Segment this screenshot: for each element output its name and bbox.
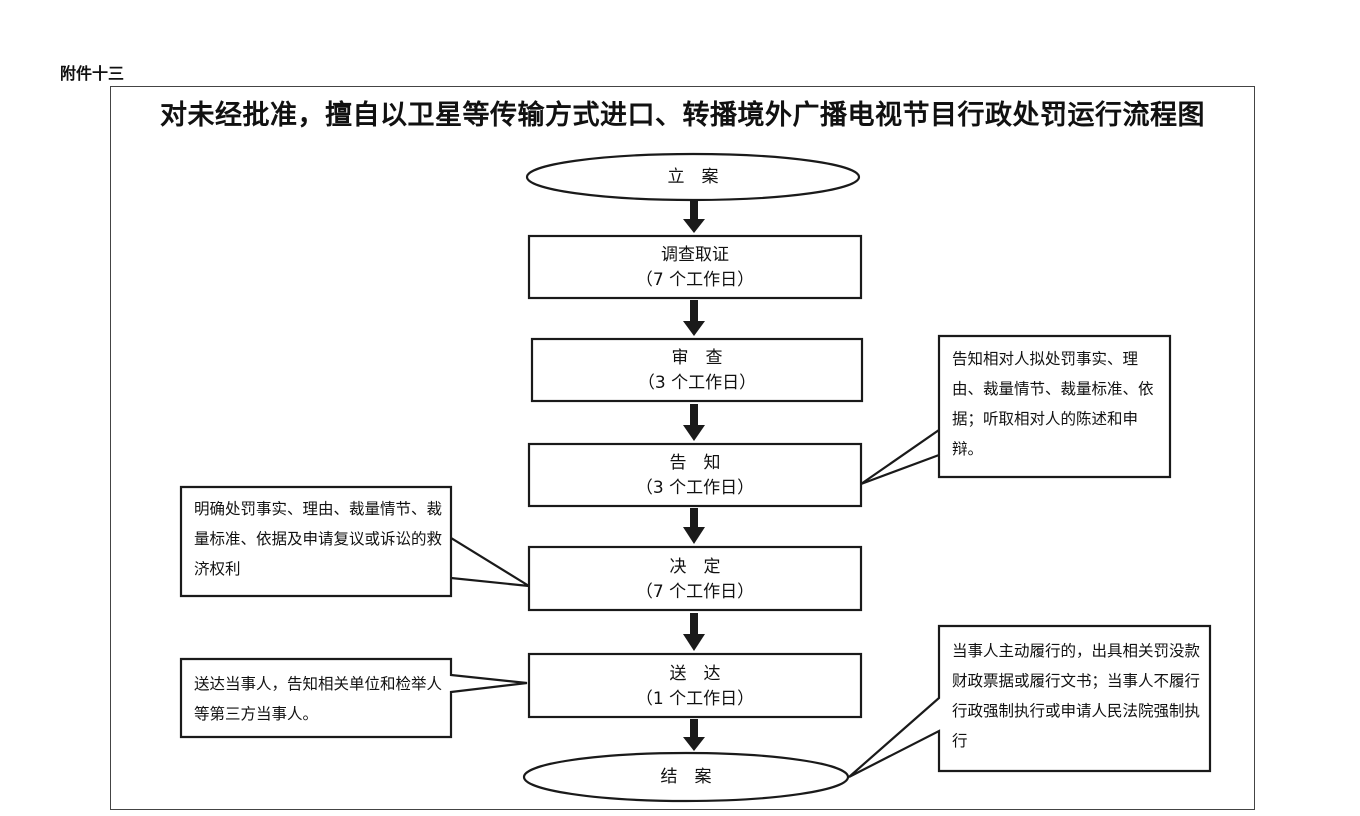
- step-label: 调查取证: [661, 245, 729, 265]
- step-duration: （3 个工作日）: [637, 373, 757, 393]
- callout-deliver-text: 送达当事人，告知相关单位和检举人等第三方当事人。: [194, 675, 443, 723]
- step-label: 结 案: [660, 767, 712, 787]
- box-decide: [527, 545, 863, 612]
- step-label: 送 达: [669, 664, 721, 684]
- diagram-title: 对未经批准，擅自以卫星等传输方式进口、转播境外广播电视节目行政处罚运行流程图: [160, 100, 1205, 131]
- arrow-6: [683, 719, 705, 751]
- step-duration: （7 个工作日）: [635, 582, 755, 602]
- step-investigate-text: 调查取证 （7 个工作日）: [529, 243, 861, 293]
- arrow-3: [683, 404, 705, 441]
- step-label: 立 案: [667, 167, 719, 187]
- attachment-label: 附件十三: [60, 64, 125, 83]
- callout-notify-text: 告知相对人拟处罚事实、理由、裁量情节、裁量标准、依据；听取相对人的陈述和申辩。: [952, 350, 1154, 458]
- box-investigate: [527, 234, 863, 300]
- arrow-1: [683, 201, 705, 233]
- step-duration: （3 个工作日）: [635, 478, 755, 498]
- step-deliver-text: 送 达 （1 个工作日）: [529, 662, 861, 712]
- step-end-label: 结 案: [524, 765, 848, 790]
- step-duration: （1 个工作日）: [635, 689, 755, 709]
- arrow-5: [683, 613, 705, 651]
- step-label: 审 查: [671, 348, 723, 368]
- step-duration: （7 个工作日）: [635, 270, 755, 290]
- step-review-text: 审 查 （3 个工作日）: [532, 346, 862, 396]
- box-deliver: [527, 652, 863, 719]
- callout-decide-shape: [179, 485, 530, 598]
- callout-notify-shape: [860, 334, 1172, 486]
- step-decide-text: 决 定 （7 个工作日）: [529, 555, 861, 605]
- callout-close-text: 当事人主动履行的，出具相关罚没款财政票据或履行文书；当事人不履行行政强制执行或申…: [952, 642, 1201, 750]
- box-notify: [527, 442, 863, 508]
- callout-close-shape: [848, 624, 1212, 778]
- arrow-4: [683, 508, 705, 544]
- step-label: 告 知: [669, 453, 721, 473]
- diagram-frame: [110, 86, 1255, 810]
- box-review: [530, 337, 864, 403]
- arrow-2: [683, 300, 705, 336]
- callout-decide-text: 明确处罚事实、理由、裁量情节、裁量标准、依据及申请复议或诉讼的救济权利: [194, 500, 443, 578]
- step-notify-text: 告 知 （3 个工作日）: [529, 451, 861, 501]
- callout-deliver-shape: [179, 657, 528, 739]
- end-terminator: [522, 751, 850, 803]
- step-start-label: 立 案: [527, 165, 859, 190]
- start-terminator: [525, 152, 861, 202]
- step-label: 决 定: [669, 557, 721, 577]
